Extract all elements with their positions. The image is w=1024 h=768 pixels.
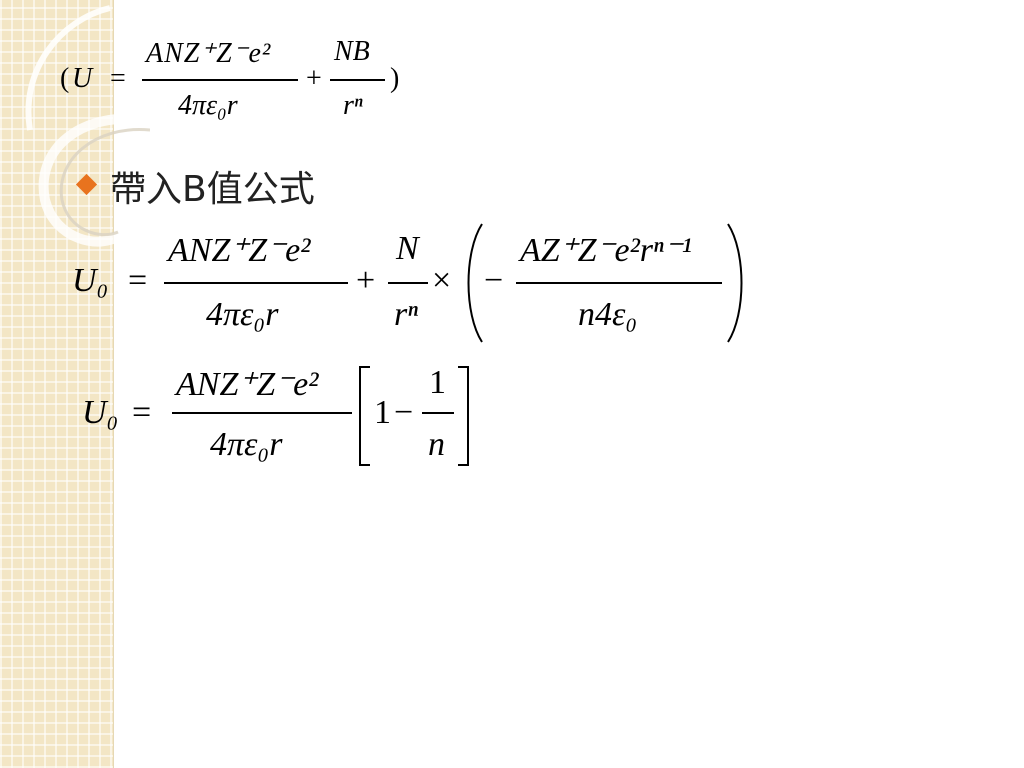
minus-sign: − bbox=[484, 262, 504, 299]
fraction-denominator: 4πε₀r bbox=[178, 90, 238, 121]
repulsion-fraction: NB rⁿ bbox=[330, 30, 385, 130]
fraction-numerator: ANZ⁺Z⁻e² bbox=[146, 38, 272, 69]
formula-born-lande: U₀ = ANZ⁺Z⁻e² 4πε₀r 1 − 1 n bbox=[82, 362, 482, 472]
fraction-numerator: N bbox=[396, 230, 419, 267]
plus-sign: + bbox=[356, 262, 376, 299]
plus-sign: + bbox=[306, 63, 322, 94]
right-paren-icon bbox=[727, 223, 743, 343]
lhs-symbol: U₀ bbox=[82, 394, 119, 431]
fraction-denominator: n4ε₀ bbox=[578, 296, 638, 333]
fraction-numerator: ANZ⁺Z⁻e² bbox=[176, 366, 319, 403]
formula-potential-energy: ( U = ANZ⁺Z⁻e² 4πε₀r + NB rⁿ ) bbox=[60, 30, 420, 130]
times-sign: × bbox=[432, 262, 452, 299]
formula-lattice-energy-substituted: U₀ = ANZ⁺Z⁻e² 4πε₀r + N rⁿ × − AZ⁺Z⁻e²rⁿ… bbox=[72, 222, 752, 347]
fraction-denominator: 4πε₀r bbox=[210, 426, 283, 463]
coulomb-fraction: ANZ⁺Z⁻e² 4πε₀r bbox=[172, 362, 352, 472]
right-bracket-icon bbox=[458, 366, 469, 466]
left-paren-icon bbox=[467, 223, 483, 343]
fraction-numerator: NB bbox=[334, 36, 370, 67]
equals-sign: = bbox=[110, 63, 126, 94]
left-bracket-icon bbox=[359, 366, 370, 466]
lhs-symbol: U₀ bbox=[72, 262, 109, 299]
fraction-denominator: rⁿ bbox=[394, 296, 418, 333]
inverse-n-fraction: 1 n bbox=[422, 362, 454, 472]
decorative-swirl bbox=[25, 5, 150, 247]
open-paren: ( bbox=[60, 63, 70, 94]
fraction-numerator: 1 bbox=[429, 364, 446, 401]
fraction-numerator: ANZ⁺Z⁻e² bbox=[168, 232, 311, 269]
coulomb-fraction: ANZ⁺Z⁻e² 4πε₀r bbox=[142, 30, 298, 130]
fraction-numerator: AZ⁺Z⁻e²rⁿ⁻¹ bbox=[520, 232, 692, 269]
close-paren: ) bbox=[390, 63, 400, 94]
coulomb-fraction: ANZ⁺Z⁻e² 4πε₀r bbox=[164, 222, 348, 347]
lhs-symbol: U bbox=[72, 63, 93, 94]
fraction-denominator: n bbox=[428, 426, 445, 463]
fraction-denominator: rⁿ bbox=[343, 90, 363, 121]
bullet-label: 帶入B值公式 bbox=[110, 169, 315, 210]
one-term: 1 bbox=[374, 394, 391, 431]
minus-sign: − bbox=[394, 394, 414, 431]
equals-sign: = bbox=[132, 394, 152, 431]
b-value-fraction: AZ⁺Z⁻e²rⁿ⁻¹ n4ε₀ bbox=[516, 222, 722, 347]
fraction-denominator: 4πε₀r bbox=[206, 296, 279, 333]
repulsion-fraction: N rⁿ bbox=[388, 222, 428, 347]
equals-sign: = bbox=[128, 262, 148, 299]
